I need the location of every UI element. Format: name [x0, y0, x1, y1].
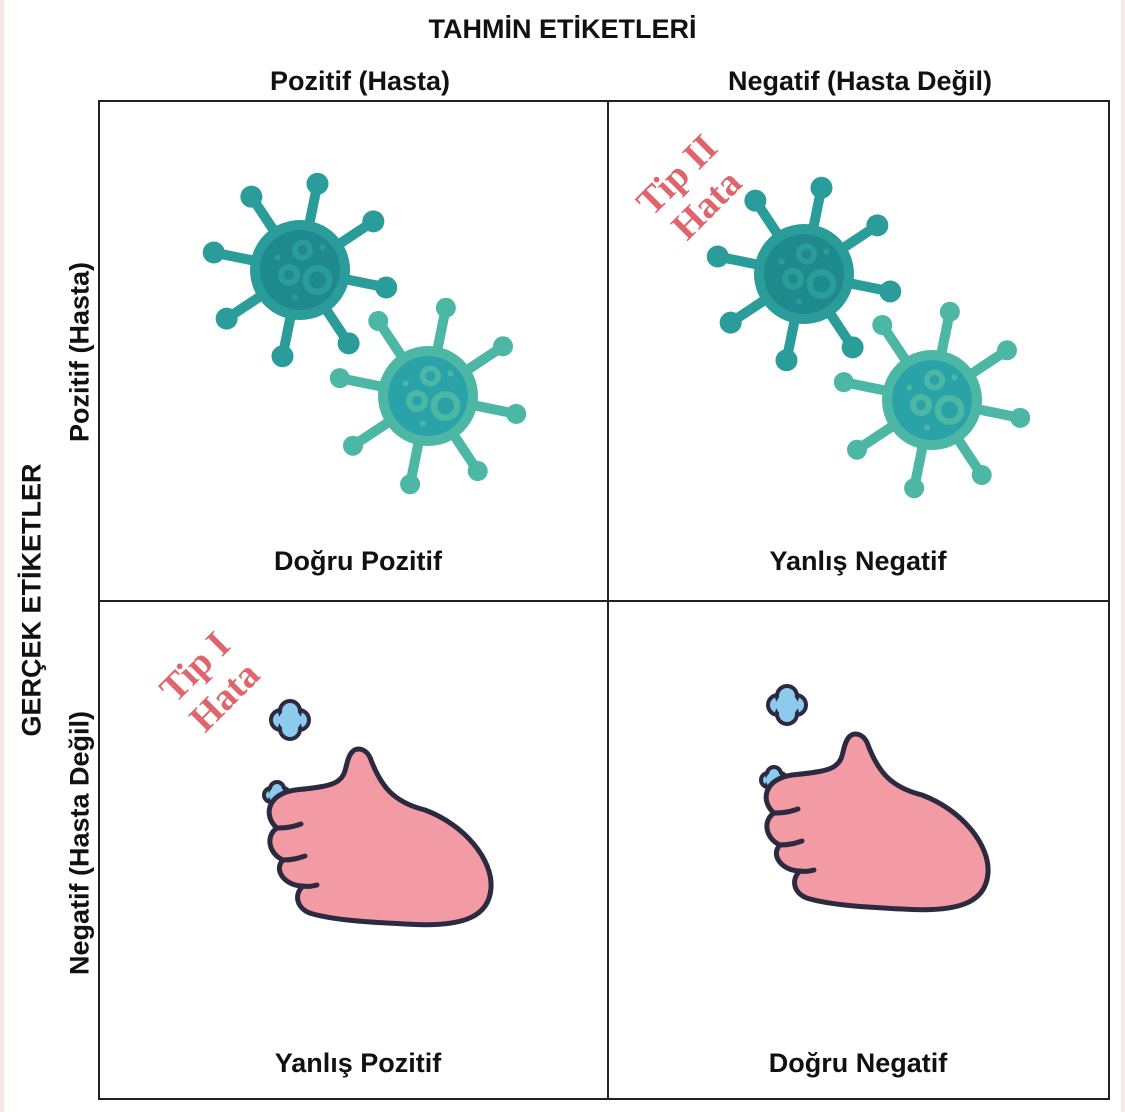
grid-divider-horizontal: [98, 600, 1110, 602]
thumbs-up-icon: [262, 699, 494, 928]
predicted-labels-title: TAHMİN ETİKETLERİ: [428, 14, 697, 44]
actual-labels-title: GERÇEK ETİKETLER: [16, 463, 47, 737]
row-header-positive: Pozitif (Hasta): [64, 261, 95, 443]
cell-true-negative-label: Doğru Negatif: [768, 1048, 948, 1078]
virus-icon: [202, 172, 527, 495]
cell-false-positive-label: Yanlış Pozitif: [274, 1048, 442, 1078]
virus-icon: [706, 176, 1031, 499]
row-header-negative: Negatif (Hasta Değil): [64, 710, 95, 976]
column-header-positive: Pozitif (Hasta): [269, 66, 450, 96]
cell-false-negative-label: Yanlış Negatif: [769, 546, 947, 576]
right-edge-tint: [1121, 0, 1125, 1112]
thumbs-up-icon: [759, 684, 991, 913]
cell-true-positive-label: Doğru Pozitif: [274, 546, 442, 576]
left-edge-tint: [0, 0, 4, 1112]
column-header-negative: Negatif (Hasta Değil): [727, 66, 993, 96]
